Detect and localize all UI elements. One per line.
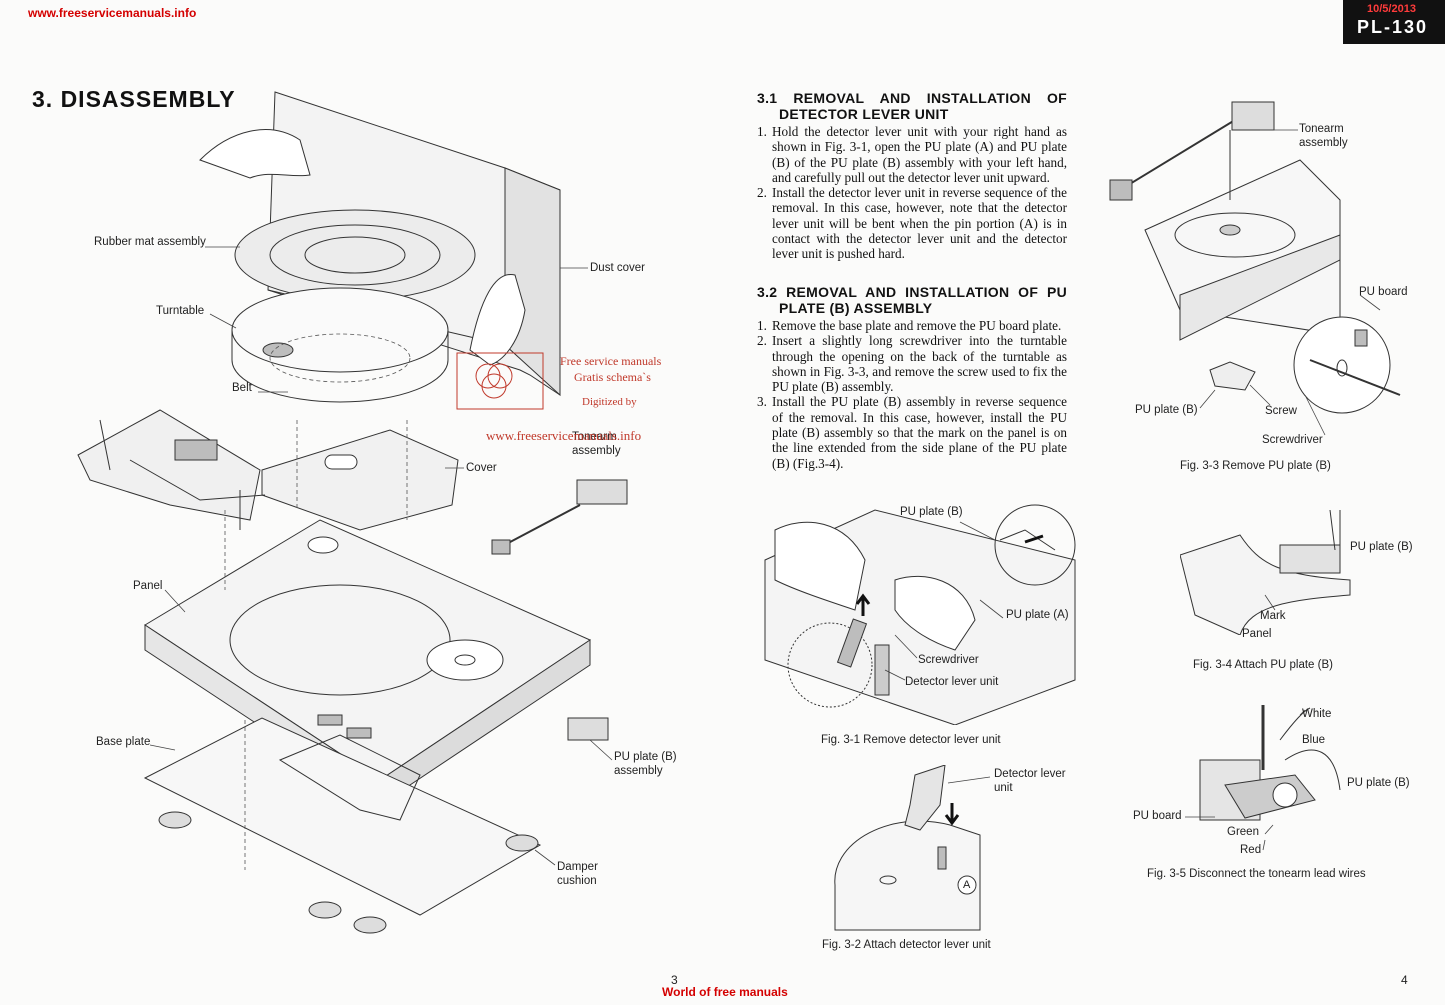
fig-3-2-caption: Fig. 3-2 Attach detector lever unit [822,939,991,951]
list-item: 1. Remove the base plate and remove the P… [757,318,1067,333]
label-dust-cover: Dust cover [590,262,645,274]
exploded-view-diagram [77,91,628,934]
fig-3-3-caption: Fig. 3-3 Remove PU plate (B) [1180,460,1331,472]
leader-lines [149,246,613,866]
fig-3-3-drawing [1109,101,1401,436]
fig31-label-pu-plate-b: PU plate (B) [900,506,963,518]
label-base-plate: Base plate [96,736,151,748]
fig33-label-tonearm: Tonearm assembly [1299,123,1348,149]
fig34-label-mark: Mark [1260,610,1286,622]
label-panel: Panel [133,580,163,592]
fig-3-4-caption: Fig. 3-4 Attach PU plate (B) [1193,659,1333,671]
watermark: Free service manuals Gratis schema`s Dig… [456,352,676,447]
section-3-1-steps: 1. Hold the detector lever unit with your… [757,124,1067,262]
site-footer[interactable]: World of free manuals [662,985,788,999]
fig-3-5-caption: Fig. 3-5 Disconnect the tonearm lead wir… [1147,868,1366,880]
fig-3-5-drawing [1185,705,1341,851]
label-tonearm-assembly: Tonearm assembly [572,431,621,457]
label-rubber-mat: Rubber mat assembly [94,236,206,248]
fig35-label-white: White [1302,708,1332,720]
fig-3-2-drawing [834,765,991,931]
watermark-line1: Free service manuals [560,354,662,368]
section-3-1-heading: 3.1 REMOVAL AND INSTALLATION OF DETECTOR… [757,90,1067,122]
section-3-2-steps: 1. Remove the base plate and remove the P… [757,318,1067,471]
fig33-label-screw: Screw [1265,405,1297,417]
fig35-label-pu-board: PU board [1133,810,1182,822]
badge-date: 10/5/2013 [1367,3,1416,15]
fig34-label-panel: Panel [1242,628,1272,640]
watermark-line2: Gratis schema`s [574,370,651,384]
label-turntable: Turntable [156,305,205,317]
section-3-1-heading-line2: DETECTOR LEVER UNIT [779,106,949,122]
motor-mechanism-drawing [77,409,266,530]
list-item: 3. Install the PU plate (B) assembly in r… [757,394,1067,470]
section-3-2-heading: 3.2 REMOVAL AND INSTALLATION OF PU PLATE… [757,284,1067,316]
hands-drawing [199,129,526,366]
cover-plate-drawing [261,429,459,531]
fig33-label-screwdriver: Screwdriver [1262,434,1323,446]
fig-3-1-drawing [764,504,1076,725]
fig32-label-pin-a: A [963,879,971,891]
model-badge: 10/5/2013 PL-130 [1343,0,1445,44]
base-plate-drawing [143,717,542,916]
step-number: 2. [757,185,767,201]
page-number-left: 3 [671,973,678,987]
turntable-drawing [231,209,476,403]
fig35-label-green: Green [1227,826,1259,838]
watermark-line3: Digitized by [582,396,637,408]
fig31-label-detector: Detector lever unit [905,676,999,688]
badge-model: PL-130 [1357,17,1429,37]
step-number: 3. [757,394,767,410]
label-damper-cushion: Damper cushion [557,861,598,887]
section-3-1-heading-line1: 3.1 REMOVAL AND INSTALLATION OF [757,90,1067,106]
dashed-guides [224,420,408,870]
step-text: Hold the detector lever unit with your r… [772,124,1067,185]
watermark-url[interactable]: www.freeservicemanuals.info [486,428,642,443]
section-3-2-heading-line1: 3.2 REMOVAL AND INSTALLATION OF PU [757,284,1067,300]
step-text: Remove the base plate and remove the PU … [772,318,1062,333]
fig-3-1-caption: Fig. 3-1 Remove detector lever unit [821,734,1001,746]
list-item: 1. Hold the detector lever unit with your… [757,124,1067,185]
step-text: Insert a slightly long screwdriver into … [772,333,1067,395]
fig31-label-screwdriver: Screwdriver [918,654,979,666]
step-number: 1. [757,124,767,139]
page-title: 3. DISASSEMBLY [32,86,236,112]
section-3-2-heading-line2: PLATE (B) ASSEMBLY [779,300,933,316]
step-text: Install the detector lever unit in rever… [772,185,1067,262]
site-url-header[interactable]: www.freeservicemanuals.info [28,6,197,20]
damper-cushions-drawing [158,811,539,934]
fig35-label-red: Red [1240,844,1262,856]
tonearm-drawing [491,479,628,555]
fig35-label-blue: Blue [1302,734,1326,746]
list-item: 2. Insert a slightly long screwdriver int… [757,333,1067,394]
watermark-logo [456,352,544,410]
fig33-label-pu-board: PU board [1359,286,1408,298]
step-number: 2. [757,333,767,349]
pu-plate-b-drawing [567,717,609,741]
fig32-label-detector: Detector lever unit [994,768,1066,794]
page-number-right: 4 [1401,973,1408,987]
fig33-label-pu-plate-b: PU plate (B) [1135,404,1198,416]
label-cover: Cover [466,462,497,474]
panel-drawing [144,519,592,806]
fig34-label-pu-plate-b: PU plate (B) [1350,541,1413,553]
label-pu-plate-b-assembly: PU plate (B) assembly [614,751,677,777]
fig35-label-pu-plate-b: PU plate (B) [1347,777,1410,789]
list-item: 2. Install the detector lever unit in rev… [757,185,1067,261]
label-belt: Belt [232,382,252,394]
fig31-label-pu-plate-a: PU plate (A) [1006,609,1069,621]
step-number: 1. [757,318,767,333]
step-text: Install the PU plate (B) assembly in rev… [772,394,1067,471]
fig-3-4-drawing [1180,509,1351,635]
